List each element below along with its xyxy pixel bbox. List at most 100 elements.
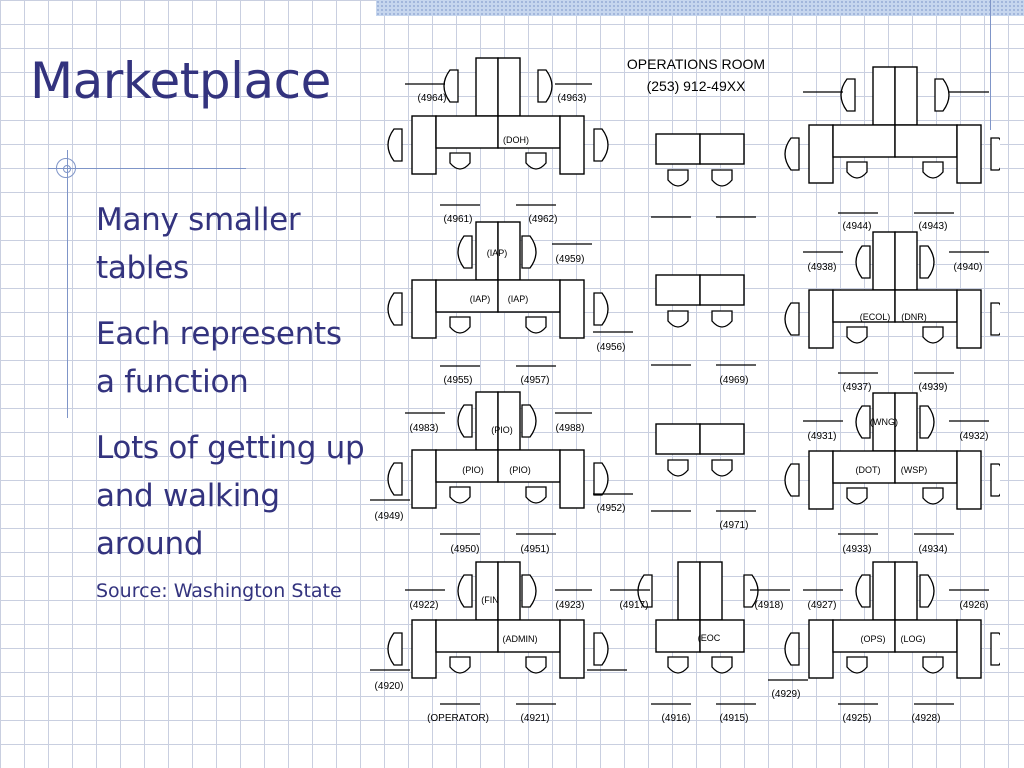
desk [894, 561, 918, 621]
bullet-item: Each represents a function [96, 316, 342, 400]
desk-label: (DOT) [856, 465, 881, 475]
desk [411, 115, 437, 175]
desk [808, 619, 834, 679]
decorative-rule-vertical [67, 150, 68, 418]
station-label: (4983) [410, 423, 439, 434]
chair [922, 161, 944, 179]
desk-label: (ADMIN) [503, 634, 538, 644]
station-label: (4923) [556, 600, 585, 611]
chair [990, 632, 1000, 666]
desk [894, 392, 918, 452]
station-label: (4962) [529, 214, 558, 225]
chair [922, 656, 944, 674]
desk [956, 619, 982, 679]
chair [449, 656, 471, 674]
desk-label: (ECOL) [860, 312, 891, 322]
station-label: (4920) [375, 681, 404, 692]
station-label: (4926) [960, 600, 989, 611]
chair [855, 574, 871, 608]
desk [808, 289, 834, 349]
desk [497, 115, 561, 149]
header-band [376, 0, 1024, 16]
chair [457, 404, 473, 438]
desk [956, 450, 982, 510]
station-label: (4927) [808, 600, 837, 611]
desk-label: (PIO) [509, 465, 531, 475]
desk [411, 449, 437, 509]
chair [922, 487, 944, 505]
station-label: (4963) [558, 93, 587, 104]
desk-label: (WSP) [901, 465, 928, 475]
room-name-label: OPERATIONS ROOM [627, 56, 765, 72]
desk-label: (PIO) [462, 465, 484, 475]
desk [872, 561, 896, 621]
decorative-line [990, 0, 991, 130]
chair [667, 656, 689, 674]
chair [934, 78, 950, 112]
desk [411, 279, 437, 339]
desk [832, 124, 896, 158]
station-label: (4952) [597, 503, 626, 514]
chair [637, 574, 653, 608]
desk [956, 289, 982, 349]
desk [894, 231, 918, 291]
desk [497, 279, 561, 313]
chair [846, 161, 868, 179]
desk [655, 133, 701, 165]
station-label: (4937) [843, 382, 872, 393]
desk [832, 619, 896, 653]
chair [593, 462, 609, 496]
chair [667, 169, 689, 187]
desk [872, 66, 896, 126]
station-label: (4915) [720, 713, 749, 724]
station-label: (4955) [444, 375, 473, 386]
desk [699, 619, 745, 653]
bullet-item: Lots of getting up and walking around [96, 430, 365, 562]
desk [559, 619, 585, 679]
desk-label: (LOG) [900, 634, 925, 644]
chair [784, 632, 800, 666]
station-label: (4918) [755, 600, 784, 611]
desk [832, 450, 896, 484]
station-label: (4933) [843, 544, 872, 555]
station-label: (4940) [954, 262, 983, 273]
desk-label: (WNG) [870, 417, 898, 427]
chair [449, 152, 471, 170]
desk [808, 124, 834, 184]
station-label: (4944) [843, 221, 872, 232]
desk [655, 619, 701, 653]
station-label: (4957) [521, 375, 550, 386]
desk [832, 289, 896, 323]
station-label: (4922) [410, 600, 439, 611]
desk [699, 274, 745, 306]
desk [475, 57, 499, 117]
station-label: (4964) [418, 93, 447, 104]
chair [457, 235, 473, 269]
chair [387, 128, 403, 162]
desk [559, 449, 585, 509]
desk [699, 423, 745, 455]
chair [667, 459, 689, 477]
station-label: (4939) [919, 382, 948, 393]
desk [411, 619, 437, 679]
station-label: (4949) [375, 511, 404, 522]
station-label: (4969) [720, 375, 749, 386]
decorative-circle-icon [56, 158, 76, 178]
chair [919, 245, 935, 279]
decorative-circle-inner-icon [63, 165, 71, 173]
desk [655, 274, 701, 306]
chair [784, 463, 800, 497]
desk [655, 423, 701, 455]
desk [559, 279, 585, 339]
desk [894, 619, 958, 653]
station-label: (4988) [556, 423, 585, 434]
desk [497, 449, 561, 483]
chair [922, 326, 944, 344]
chair [784, 137, 800, 171]
desk [872, 231, 896, 291]
desk [497, 57, 521, 117]
chair [711, 459, 733, 477]
desk [475, 561, 499, 621]
desk [475, 391, 499, 451]
desk-label: (DNR) [901, 312, 927, 322]
